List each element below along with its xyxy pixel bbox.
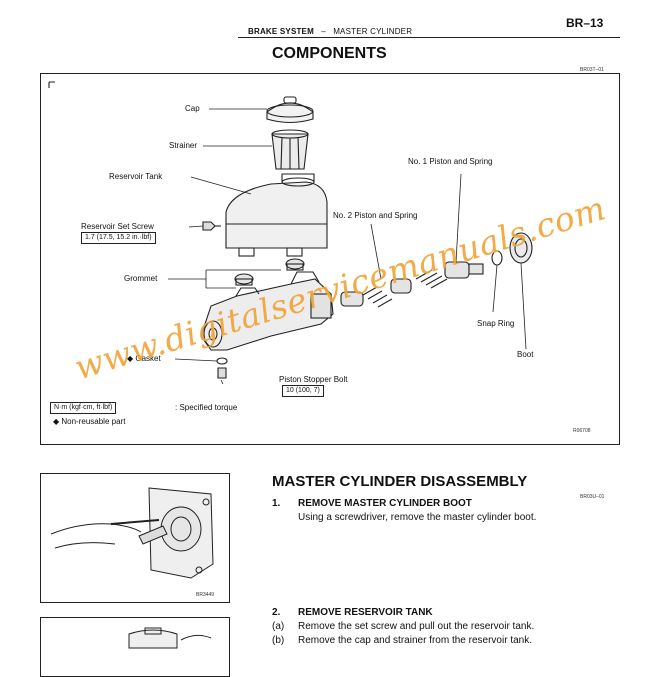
disassembly-ref-code: BR03U–01 (580, 494, 605, 500)
step-2b-text: Remove the cap and strainer from the res… (298, 635, 532, 646)
label-snap-ring: Snap Ring (477, 319, 515, 328)
components-ref-code: BR03T–01 (580, 67, 604, 73)
step-2a: (a) Remove the set screw and pull out the… (272, 621, 534, 632)
disassembly-figure-2 (40, 617, 230, 677)
legend-non-reusable: ◆ Non-reusable part (53, 417, 126, 426)
step-2-heading: REMOVE RESERVOIR TANK (298, 607, 433, 618)
header-section: BRAKE SYSTEM (248, 27, 314, 36)
step-2: 2. REMOVE RESERVOIR TANK (272, 607, 433, 618)
step-2a-label: (a) (272, 621, 285, 632)
label-strainer: Strainer (169, 141, 198, 150)
legend-torque-units: N·m (kgf·cm, ft·lbf) (50, 402, 117, 414)
label-reservoir-tank: Reservoir Tank (109, 172, 163, 181)
step-2b-label: (b) (272, 635, 285, 646)
boot-removal-illustration (50, 487, 214, 579)
header-rule (238, 37, 620, 38)
set-screw-torque: 1.7 (17.5, 15.2 in.·lbf) (81, 232, 156, 244)
label-piston-stopper-bolt: Piston Stopper Bolt (279, 375, 348, 384)
label-reservoir-set-screw: Reservoir Set Screw (81, 222, 154, 231)
page-number: BR–13 (566, 16, 604, 30)
step-2a-text: Remove the set screw and pull out the re… (298, 621, 535, 632)
running-header: BRAKE SYSTEM – MASTER CYLINDER (248, 27, 412, 36)
disassembly-title: MASTER CYLINDER DISASSEMBLY (272, 473, 528, 490)
label-no1-piston: No. 1 Piston and Spring (408, 157, 493, 166)
components-title: COMPONENTS (272, 45, 387, 62)
label-grommet: Grommet (124, 274, 158, 283)
label-gasket: ◆ Gasket (127, 354, 161, 363)
exploded-diagram (48, 81, 533, 385)
header-dash: – (321, 27, 326, 36)
step-2-number: 2. (272, 607, 281, 618)
disassembly-figure-1-code: BR3449 (196, 592, 215, 598)
legend-torque-desc: : Specified torque (175, 403, 238, 412)
step-2b: (b) Remove the cap and strainer from the … (272, 635, 532, 646)
step-1: 1. REMOVE MASTER CYLINDER BOOT (272, 498, 472, 509)
components-figure-code: R06708 (573, 428, 591, 434)
step-1-number: 1. (272, 498, 281, 509)
disassembly-figure-1: BR3449 (40, 473, 230, 603)
components-figure: Cap Strainer Reservoir Tank Reservoir Se… (40, 73, 620, 445)
step-1-heading: REMOVE MASTER CYLINDER BOOT (298, 498, 472, 509)
label-no2-piston: No. 2 Piston and Spring (333, 211, 418, 220)
label-boot: Boot (517, 350, 534, 359)
reservoir-removal-illustration (128, 627, 212, 649)
header-subsection: MASTER CYLINDER (333, 27, 413, 36)
step-1-text: Using a screwdriver, remove the master c… (298, 512, 537, 523)
stopper-bolt-torque: 10 (100, 7) (282, 385, 324, 397)
label-cap: Cap (185, 104, 200, 113)
